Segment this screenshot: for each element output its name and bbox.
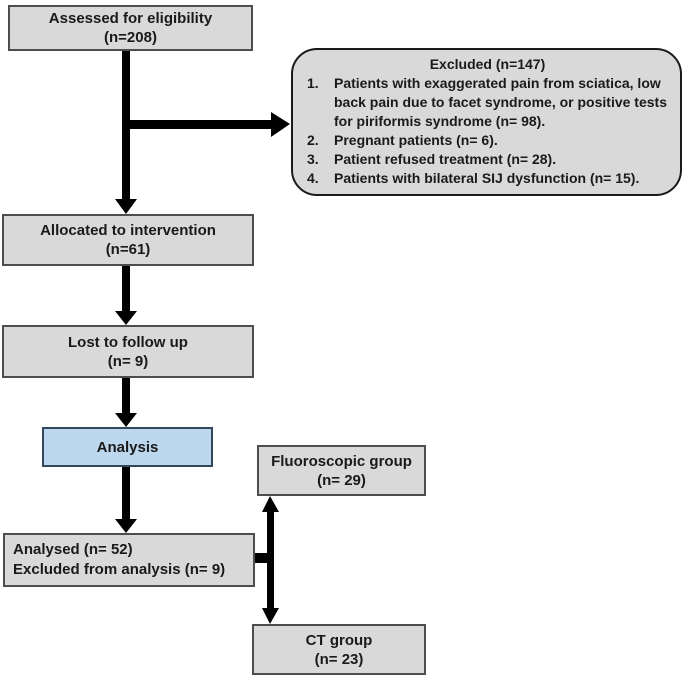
box-analysed-line1: Analysed (n= 52) [13, 541, 133, 558]
box-fluoroscopic-group: Fluoroscopic group (n= 29) [257, 445, 426, 496]
box-allocated-line1: Allocated to intervention [40, 222, 216, 239]
excluded-item-text: Patients with exaggerated pain from scia… [334, 75, 667, 129]
box-assessed-line1: Assessed for eligibility [48, 10, 213, 27]
arrow-to-excluded [122, 112, 290, 137]
excluded-item-number: 4. [307, 170, 319, 186]
arrow-lost-to-analysis [115, 377, 137, 427]
arrow-assessed-to-allocated [115, 50, 137, 214]
box-fluoroscopic-line1: Fluoroscopic group [271, 452, 412, 470]
box-ct-group: CT group (n= 23) [252, 624, 426, 675]
arrow-analysis-to-analysed [115, 466, 137, 533]
box-allocated-line2: (n=61) [105, 241, 151, 258]
box-analysis: Analysis [42, 427, 213, 467]
box-ct-line1: CT group [305, 631, 373, 649]
box-lost-line1: Lost to follow up [68, 333, 188, 351]
box-analysed-line2: Excluded from analysis (n= 9) [13, 561, 226, 578]
excluded-item-number: 3. [307, 151, 319, 167]
excluded-title: Excluded (n=147) [429, 56, 546, 72]
arrow-allocated-to-lost [115, 265, 137, 325]
box-lost-line2: (n= 9) [107, 352, 149, 370]
box-analysed: Analysed (n= 52) Excluded from analysis … [3, 533, 255, 587]
box-lost-to-follow-up: Lost to follow up (n= 9) [2, 325, 254, 378]
excluded-item-text: Pregnant patients (n= 6). [334, 132, 498, 148]
arrow-fluoroscopic-ct-double [262, 496, 279, 624]
box-allocated-to-intervention: Allocated to intervention (n=61) [2, 214, 254, 266]
excluded-item: 4. Patients with bilateral SIJ dysfuncti… [307, 169, 668, 188]
excluded-item-text: Patients with bilateral SIJ dysfunction … [334, 170, 640, 186]
excluded-item-number: 1. [307, 75, 319, 91]
box-analysis-label: Analysis [96, 438, 159, 456]
excluded-item: 2. Pregnant patients (n= 6). [307, 131, 668, 150]
box-excluded: Excluded (n=147) 1. Patients with exagge… [291, 48, 682, 196]
excluded-item: 3. Patient refused treatment (n= 28). [307, 150, 668, 169]
excluded-item: 1. Patients with exaggerated pain from s… [307, 74, 668, 131]
box-assessed-line2: (n=208) [104, 29, 157, 46]
excluded-item-number: 2. [307, 132, 319, 148]
connector-analysed-to-groups [252, 553, 270, 563]
box-ct-line2: (n= 23) [314, 650, 364, 668]
excluded-item-text: Patient refused treatment (n= 28). [334, 151, 557, 167]
box-assessed-for-eligibility: Assessed for eligibility (n=208) [8, 5, 253, 51]
box-fluoroscopic-line2: (n= 29) [317, 471, 366, 489]
